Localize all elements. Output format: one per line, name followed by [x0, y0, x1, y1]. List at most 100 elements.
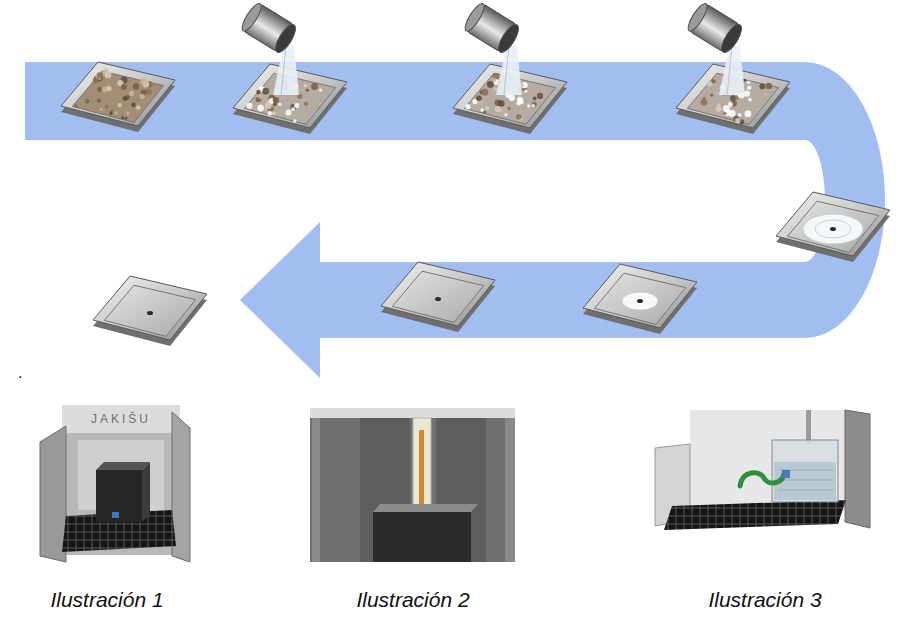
residue-speck — [759, 84, 765, 90]
tray — [381, 262, 495, 332]
residue-speck — [121, 115, 124, 118]
drain-hole — [435, 297, 441, 301]
residue-speck — [124, 116, 127, 119]
residue-speck — [262, 88, 269, 95]
residue-speck — [748, 98, 752, 102]
dot-mark: . — [18, 364, 22, 382]
water-pool — [803, 214, 863, 244]
sink-box — [96, 470, 142, 522]
residue-speck — [304, 84, 307, 87]
residue-speck — [133, 83, 139, 89]
tube — [413, 418, 431, 512]
interior-wall — [310, 408, 515, 562]
cabinet-header — [62, 405, 180, 433]
residue-speck — [93, 77, 99, 83]
residue-speck — [267, 111, 272, 116]
residue-speck — [723, 112, 726, 115]
tray-rim — [61, 62, 175, 126]
residue-speck — [121, 84, 127, 90]
residue-speck — [701, 99, 708, 106]
water-ripple — [815, 220, 851, 238]
figure-caption: Ilustración 1 — [50, 588, 163, 612]
residue-speck — [735, 118, 740, 123]
residue-speck — [118, 103, 122, 107]
residue-speck — [703, 97, 706, 100]
illustration-shape — [685, 1, 745, 55]
residue-speck — [311, 83, 318, 90]
tube-core — [419, 430, 424, 510]
residue-speck — [518, 99, 523, 104]
drain-valve — [112, 512, 119, 518]
residue-speck — [716, 106, 722, 112]
residue-speck — [97, 72, 104, 79]
drain-hole — [637, 299, 643, 303]
grid-floor — [664, 500, 846, 530]
residue-speck — [481, 89, 488, 96]
tray-bed — [594, 273, 685, 324]
pitcher-base — [239, 1, 264, 33]
residue-speck — [273, 97, 278, 102]
residue-speck — [729, 110, 736, 117]
residue-speck — [285, 109, 291, 115]
box — [373, 512, 471, 562]
residue-speck — [136, 105, 140, 109]
pitcher-mouth — [272, 22, 299, 55]
residue-speck — [766, 83, 772, 89]
tray-bed — [787, 201, 878, 252]
residue-speck — [85, 98, 89, 102]
residue-speck — [747, 113, 751, 117]
residue-speck — [129, 90, 135, 96]
residue-speck — [304, 102, 308, 106]
cabinet-door — [845, 410, 870, 528]
residue-speck — [507, 107, 510, 110]
door-edge — [312, 418, 320, 562]
sink-side — [142, 462, 150, 522]
tray-rim — [381, 262, 495, 326]
box-top — [373, 504, 478, 512]
tube-illustration — [310, 408, 515, 562]
residue-speck — [294, 103, 299, 108]
residue-speck — [306, 88, 309, 91]
residue-speck — [524, 90, 527, 93]
pitcher-mouth — [718, 22, 745, 55]
residue-speck — [265, 102, 272, 109]
residue-speck — [498, 100, 505, 107]
pitcher-group — [239, 1, 745, 95]
residue-speck — [747, 81, 750, 84]
residue-speck — [707, 81, 712, 86]
residue-speck — [717, 103, 721, 107]
residue-speck — [140, 78, 147, 85]
residue-speck — [278, 103, 281, 106]
tray-bed — [104, 285, 195, 336]
residue-speck — [126, 111, 130, 115]
tray — [93, 276, 207, 346]
residue-speck — [139, 94, 145, 100]
residue-speck — [105, 72, 112, 79]
door-edge — [505, 418, 515, 562]
illustration-shape — [239, 1, 299, 55]
cabinet-illustration — [40, 405, 190, 562]
tray — [776, 192, 890, 262]
residue-speck — [476, 95, 482, 101]
residue-speck — [319, 88, 322, 91]
green-hose — [740, 473, 784, 486]
brand-sign: JAKIŠU — [91, 413, 151, 427]
residue-speck — [485, 106, 489, 110]
residue-speck — [109, 112, 112, 115]
residue-speck — [744, 110, 751, 117]
residue-speck — [105, 105, 109, 109]
stream-line — [504, 46, 509, 95]
pitcher — [685, 1, 745, 95]
residue-speck — [532, 104, 535, 107]
residue-speck — [516, 114, 522, 120]
residue-speck — [712, 79, 716, 83]
residue-speck — [74, 104, 77, 107]
ceiling-strip — [310, 408, 515, 418]
residue-speck — [123, 96, 128, 101]
sink-top — [96, 462, 150, 470]
pitcher — [462, 1, 522, 95]
residue-speck — [146, 89, 152, 95]
pitcher — [239, 1, 299, 95]
